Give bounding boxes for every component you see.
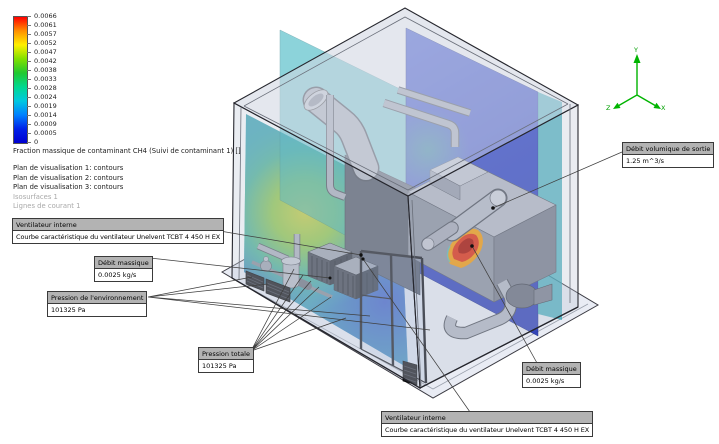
callout-env-pressure: Pression de l'environnement 101325 Pa — [47, 291, 148, 317]
legend-title: Fraction massique de contaminant CH4 (Su… — [13, 147, 241, 155]
axis-label-y: Y — [634, 46, 638, 54]
callout-fan-bottom: Ventilateur interne Courbe caractéristiq… — [381, 411, 594, 437]
callout-value: Courbe caractéristique du ventilateur Un… — [381, 423, 594, 437]
callout-value: 0.0025 kg/s — [522, 374, 581, 388]
intake-grilles — [245, 270, 291, 303]
legend-value: 0.0047 — [34, 48, 57, 56]
legend-value: 0.0057 — [34, 30, 57, 38]
callout-value: 101325 Pa — [47, 303, 148, 317]
callout-title: Ventilateur interne — [381, 411, 594, 424]
legend-value: 0 — [34, 138, 39, 146]
callout-total-pressure: Pression totale 101325 Pa — [198, 347, 254, 373]
callout-title: Pression de l'environnement — [47, 291, 148, 304]
callout-value: 1.25 m^3/s — [622, 154, 715, 168]
legend-value: 0.0024 — [34, 93, 57, 101]
legend-value: 0.0019 — [34, 102, 57, 110]
callout-value: 101325 Pa — [198, 359, 254, 373]
callout-title: Débit massique — [94, 256, 153, 269]
legend-value: 0.0005 — [34, 129, 57, 137]
leader-lines — [147, 151, 623, 413]
enclosure-shell — [231, 7, 580, 389]
enclosure-door — [359, 249, 428, 386]
callout-outlet-volume-flow: Débit volumique de sortie 1.25 m^3/s — [622, 142, 715, 168]
visualization-layer-list: Plan de visualisation 1: contours Plan d… — [13, 164, 123, 212]
colorbar-labels: 0.0066 0.0061 0.0057 0.0052 0.0047 0.004… — [27, 12, 87, 146]
legend-value: 0.0028 — [34, 84, 57, 92]
layer-item: Plan de visualisation 1: contours — [13, 164, 124, 172]
legend-value: 0.0038 — [34, 66, 57, 74]
callout-value: Courbe caractéristique du ventilateur Un… — [12, 230, 225, 244]
callout-fan-left: Ventilateur interne Courbe caractéristiq… — [12, 218, 225, 244]
legend-value: 0.0061 — [34, 21, 57, 29]
layer-item-disabled: Lignes de courant 1 — [13, 202, 81, 211]
callout-title: Débit volumique de sortie — [622, 142, 715, 155]
callout-title: Pression totale — [198, 347, 254, 360]
callout-title: Débit massique — [522, 362, 581, 375]
legend-value: 0.0042 — [34, 57, 57, 65]
legend-value: 0.0066 — [34, 12, 57, 20]
layer-item: Plan de visualisation 3: contours — [13, 183, 124, 192]
layer-item-disabled: Isosurfaces 1 — [13, 192, 58, 201]
legend-value: 0.0009 — [34, 120, 57, 128]
callout-mass-flow-right: Débit massique 0.0025 kg/s — [522, 362, 581, 388]
callout-title: Ventilateur interne — [12, 218, 225, 231]
legend-value: 0.0052 — [34, 39, 57, 47]
callout-value: 0.0025 kg/s — [94, 268, 153, 282]
colorbar — [13, 16, 28, 144]
callout-mass-flow-left: Débit massique 0.0025 kg/s — [94, 256, 153, 282]
axis-label-z: Z — [606, 104, 611, 112]
layer-item: Plan de visualisation 2: contours — [13, 173, 124, 182]
legend-value: 0.0014 — [34, 111, 57, 119]
axis-label-x: X — [661, 104, 666, 112]
axis-triad-icon — [613, 54, 661, 109]
legend-value: 0.0033 — [34, 75, 57, 83]
